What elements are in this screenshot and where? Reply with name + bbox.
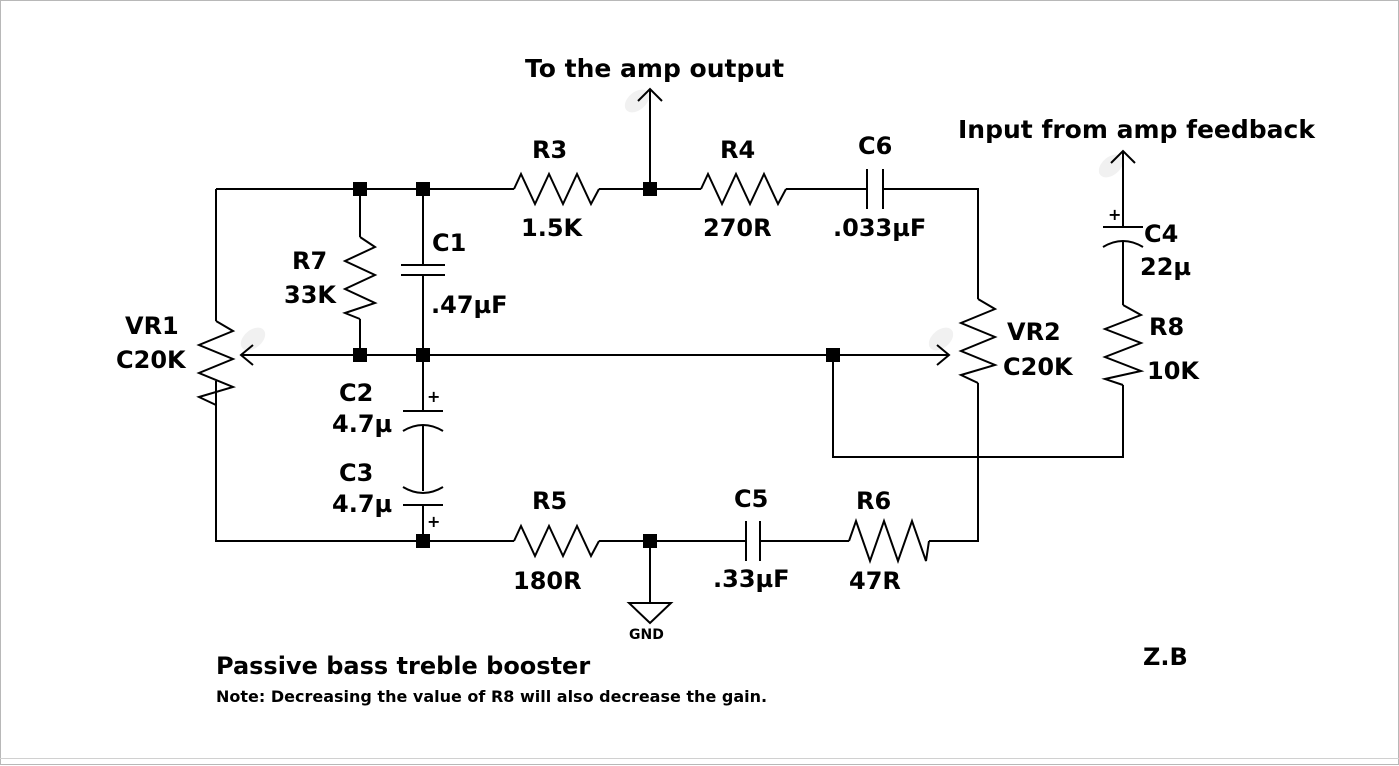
- c3-value: 4.7µ: [332, 490, 392, 518]
- r4-value: 270R: [703, 214, 772, 242]
- wires: [215, 89, 1124, 603]
- potentiometer-vr2-symbol: [936, 298, 999, 384]
- r7-name: R7: [292, 247, 327, 275]
- resistor-r3-symbol: [513, 171, 600, 207]
- resistor-r6-symbol: [848, 517, 930, 565]
- capacitor-c3-symbol: [402, 486, 444, 506]
- c3-name: C3: [339, 459, 373, 487]
- c1-name: C1: [432, 229, 466, 257]
- feedback-input-arrow-icon: [1110, 149, 1136, 164]
- capacitor-c1-symbol: [401, 264, 445, 276]
- resistor-r7-symbol: [342, 236, 378, 320]
- c4-polarity-mark: +: [1108, 205, 1121, 224]
- vr2-name: VR2: [1007, 318, 1061, 346]
- diagram-title: Passive bass treble booster: [216, 652, 590, 680]
- r7-value: 33K: [284, 281, 337, 309]
- c6-value: .033µF: [833, 214, 926, 242]
- r6-name: R6: [856, 487, 891, 515]
- r6-value: 47R: [849, 567, 901, 595]
- resistor-r8-symbol: [1101, 304, 1145, 386]
- c1-value: .47µF: [431, 291, 508, 319]
- c2-polarity-mark: +: [427, 387, 440, 406]
- diagram-note: Note: Decreasing the value of R8 will al…: [216, 687, 767, 706]
- c4-name: C4: [1144, 220, 1178, 248]
- c5-name: C5: [734, 485, 768, 513]
- ground-icon: [626, 602, 674, 625]
- c2-name: C2: [339, 379, 373, 407]
- r8-value: 10K: [1147, 357, 1200, 385]
- r3-value: 1.5K: [521, 214, 584, 242]
- r5-value: 180R: [513, 567, 582, 595]
- vr1-name: VR1: [125, 312, 179, 340]
- r3-name: R3: [532, 136, 567, 164]
- r4-name: R4: [720, 136, 755, 164]
- amp-feedback-label: Input from amp feedback: [958, 115, 1316, 144]
- watermark-ghosts: [240, 89, 1124, 351]
- vr1-value: C20K: [116, 346, 187, 374]
- r8-name: R8: [1149, 313, 1184, 341]
- vr2-value: C20K: [1003, 353, 1074, 381]
- c6-name: C6: [858, 132, 892, 160]
- junction-dots: [353, 182, 840, 548]
- capacitor-c4-symbol: [1102, 226, 1144, 248]
- c5-value: .33µF: [713, 565, 790, 593]
- capacitor-c6-symbol: [866, 169, 884, 209]
- amp-output-label: To the amp output: [525, 54, 784, 83]
- r5-name: R5: [532, 487, 567, 515]
- c2-value: 4.7µ: [332, 410, 392, 438]
- resistor-r4-symbol: [700, 171, 787, 207]
- capacitor-c5-symbol: [745, 521, 761, 561]
- potentiometer-vr1-symbol: [196, 320, 254, 406]
- ground-label: GND: [629, 627, 664, 643]
- window-bottom-edge: [0, 758, 1399, 759]
- capacitor-c2-symbol: [402, 410, 444, 432]
- resistor-r5-symbol: [513, 523, 600, 559]
- author-mark: Z.B: [1143, 643, 1188, 671]
- c4-value: 22µ: [1140, 253, 1191, 281]
- output-arrow-icon: [637, 87, 663, 102]
- c3-polarity-mark: +: [427, 512, 440, 531]
